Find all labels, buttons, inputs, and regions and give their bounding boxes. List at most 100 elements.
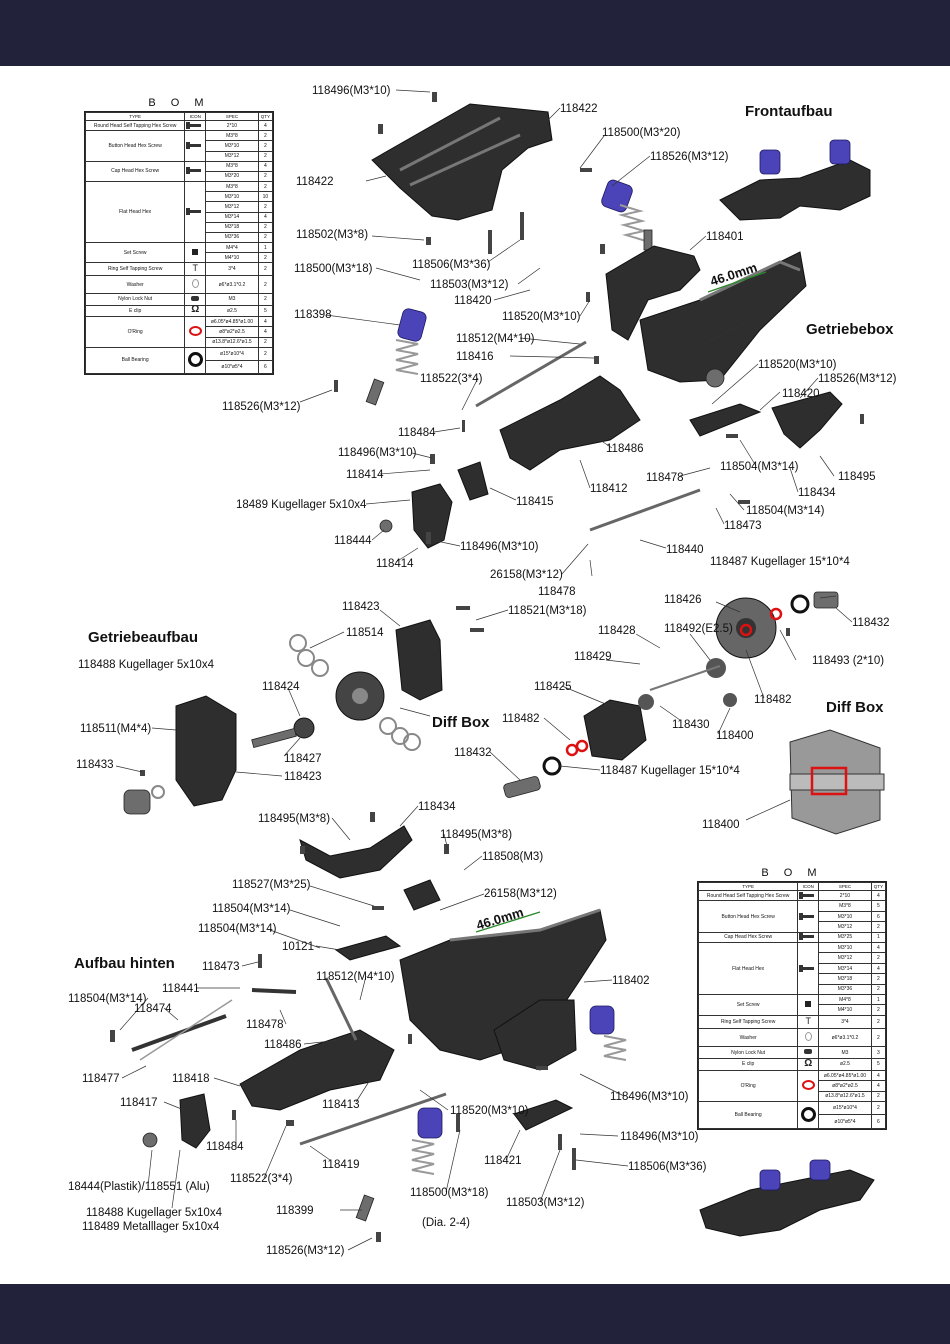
part-label: 118430	[672, 719, 710, 731]
rear-assembled-view	[699, 1159, 875, 1237]
part-label: 118495	[838, 471, 876, 483]
bom-type: Washer	[697, 1028, 799, 1048]
part-label: 118526(M3*12)	[818, 373, 897, 385]
leader-lines	[115, 89, 853, 1251]
bom-qty: 6	[870, 1114, 887, 1129]
flat-head-screw-icon	[799, 964, 815, 972]
bom-type: Nylon Lock Nut	[697, 1046, 799, 1059]
part-label: 118526(M3*12)	[266, 1245, 345, 1257]
bom-qty: 2	[870, 1014, 887, 1030]
diff-box-cutaway	[789, 729, 885, 835]
rear-spacer-plate	[513, 1099, 574, 1131]
bom-icon-cell	[184, 130, 207, 162]
header-diff-box: Diff Box	[826, 699, 884, 716]
part-label: 118504(M3*14)	[212, 903, 291, 915]
header-aufbau-hinten: Aufbau hinten	[74, 955, 175, 972]
part-label: 118423	[284, 771, 322, 783]
part-label: 118526(M3*12)	[222, 401, 301, 413]
part-label: 10121	[282, 941, 314, 953]
part-label: 118514	[346, 627, 384, 639]
part-label: 118487 Kugellager 15*10*4	[710, 556, 850, 568]
steering-knuckle	[379, 461, 489, 549]
bom-type: Button Head Hex Screw	[84, 130, 186, 162]
bom-type: Washer	[84, 275, 186, 294]
part-label: 118434	[418, 801, 456, 813]
o-ring-icon	[188, 325, 202, 336]
bom-spec: ø6*ø3.1*0.2	[818, 1028, 872, 1048]
part-label: 118415	[516, 496, 554, 508]
rear-links	[131, 977, 447, 1146]
shock-tower-front	[605, 245, 701, 341]
part-label: 118504(M3*14)	[746, 505, 825, 517]
diff-spider-gears	[638, 658, 737, 710]
lock-nut-icon	[804, 1049, 813, 1055]
bom-icon-cell	[797, 931, 820, 944]
part-label: 118496(M3*10)	[312, 85, 391, 97]
part-label: 118526(M3*12)	[650, 151, 729, 163]
part-label: 118496(M3*10)	[620, 1131, 699, 1143]
bom-type: O'Ring	[697, 1069, 799, 1103]
part-label: 118488 Kugellager 5x10x4	[86, 1207, 223, 1219]
bom-type: Flat Head Hex	[84, 181, 186, 244]
part-label: 118477	[82, 1073, 120, 1085]
part-label: 118504(M3*14)	[68, 993, 147, 1005]
part-label: 118400	[716, 730, 754, 742]
ring-screw-icon: T	[805, 1016, 811, 1027]
bom-type: Set Screw	[84, 242, 186, 264]
part-label: 118484	[206, 1141, 244, 1153]
part-label: 118482	[754, 694, 792, 706]
part-label: 118503(M3*12)	[506, 1197, 585, 1209]
bom-icon-cell	[797, 889, 820, 902]
part-label: 118478	[646, 472, 684, 484]
bom-qty: 2	[257, 336, 274, 348]
header-getriebeaufbau: Getriebeaufbau	[88, 629, 198, 646]
ball-bearing-icon	[187, 351, 203, 367]
bom-icon-cell	[797, 942, 820, 996]
cap-head-screw-icon	[799, 933, 815, 941]
front-shock	[601, 179, 653, 251]
round-head-screw-icon	[799, 891, 815, 899]
part-label: 118508(M3)	[482, 851, 543, 863]
bom-spec: ø6*ø3.1*0.2	[205, 275, 259, 294]
ring-screw-icon: T	[192, 263, 198, 274]
bom-title: B O M	[148, 97, 210, 109]
bom-type: Cap Head Hex Screw	[84, 160, 186, 183]
part-label: 118432	[852, 617, 890, 629]
part-label: 118426	[664, 594, 702, 606]
part-label: 118496(M3*10)	[338, 447, 417, 459]
diff-case	[503, 699, 647, 798]
bom-qty: 6	[257, 359, 274, 375]
part-label: 118496(M3*10)	[460, 541, 539, 553]
header-diff-box-inline: Diff Box	[432, 714, 490, 731]
part-label: 118520(M3*10)	[450, 1105, 529, 1117]
bottom-banner	[0, 1284, 950, 1344]
part-label: 118432	[454, 747, 492, 759]
part-label: 118506(M3*36)	[628, 1161, 707, 1173]
bom-qty: 2	[870, 1090, 887, 1103]
bom-type: Ring Self Tapping Screw	[697, 1014, 799, 1030]
part-label: 118503(M3*12)	[430, 279, 509, 291]
bom-type: Ball Bearing	[84, 346, 186, 375]
washer-icon	[804, 1032, 812, 1042]
washer-icon	[191, 279, 199, 289]
part-label: 118520(M3*10)	[502, 311, 581, 323]
top-banner	[0, 0, 950, 66]
part-label: 118493 (2*10)	[812, 655, 884, 667]
screws	[110, 92, 864, 1242]
bearing-housing-left	[123, 785, 165, 815]
